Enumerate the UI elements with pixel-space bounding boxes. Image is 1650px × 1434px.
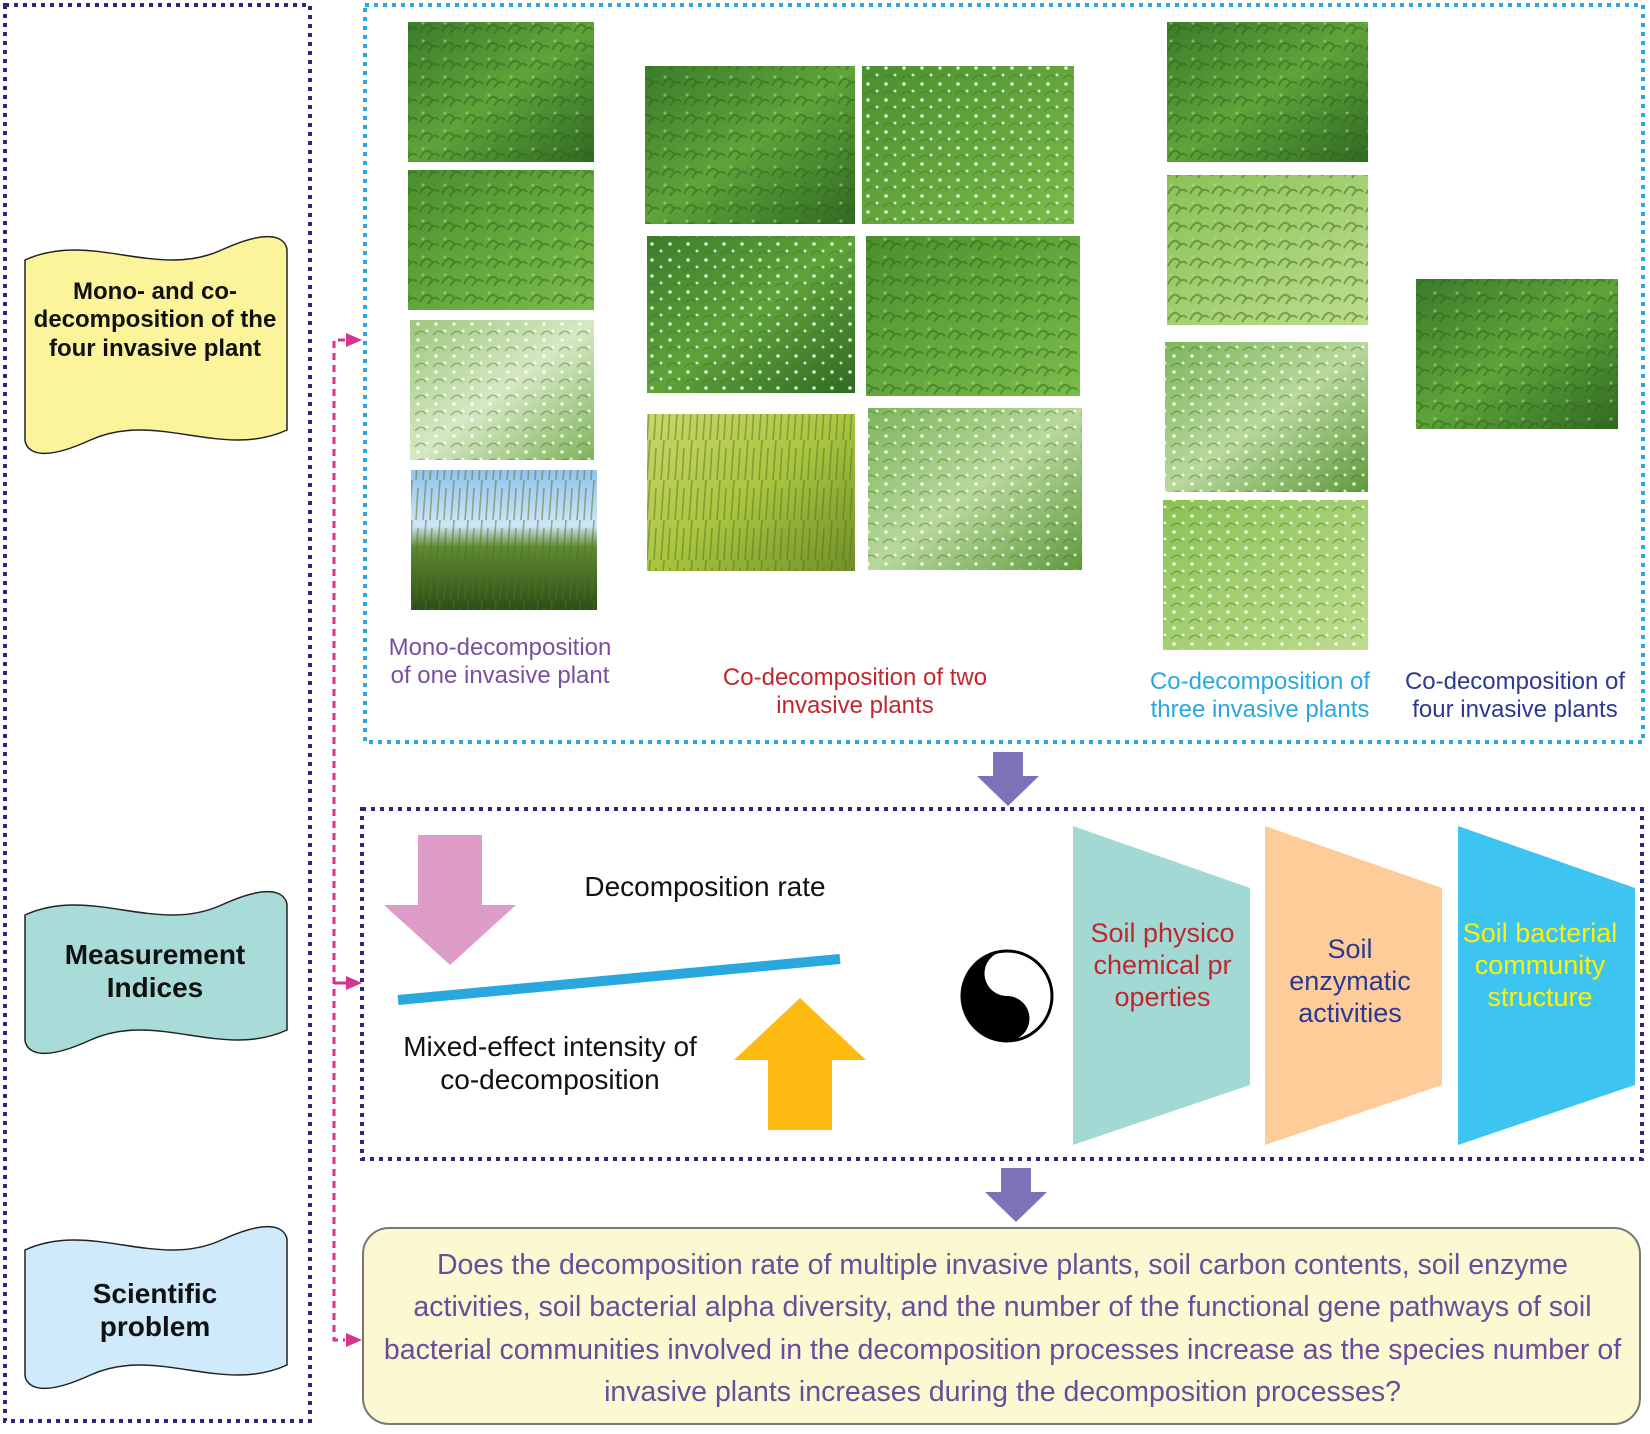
scientific-question-box bbox=[362, 1227, 1641, 1425]
photo-two-plants-5 bbox=[647, 414, 855, 571]
photo-two-plants-1-texture bbox=[645, 66, 855, 224]
photo-two-plants-2-texture bbox=[862, 66, 1074, 224]
photo-mono-plant-4 bbox=[411, 470, 597, 610]
caption-four-plant-co-decomposition: Co-decomposition of four invasive plants bbox=[1404, 668, 1626, 724]
photo-three-plants-4 bbox=[1163, 500, 1368, 650]
photo-mono-plant-1-texture bbox=[408, 22, 594, 162]
photo-two-plants-1 bbox=[645, 66, 855, 224]
photo-two-plants-3-texture bbox=[647, 236, 855, 393]
decrease-arrow-pink bbox=[384, 835, 516, 965]
flow-arrow-measurements-to-question bbox=[985, 1168, 1047, 1222]
diagram-structure bbox=[3, 3, 1645, 1425]
photo-three-plants-2 bbox=[1167, 175, 1368, 325]
soil-physicochemical-trapezoid bbox=[1073, 826, 1250, 1145]
photo-mono-plant-2-texture bbox=[408, 170, 594, 310]
photo-three-plants-3-texture bbox=[1165, 342, 1368, 492]
magenta-connector-line bbox=[332, 338, 345, 1342]
photo-four-plants-1 bbox=[1416, 279, 1618, 429]
treatments-frame bbox=[363, 3, 1645, 744]
banner-mono-co-decomposition bbox=[24, 235, 288, 455]
photo-mono-plant-3-texture bbox=[410, 320, 594, 460]
soil-physicochemical-properties-label: Soil physicochemical properties bbox=[1090, 918, 1235, 1012]
photo-two-plants-2 bbox=[862, 66, 1074, 224]
photo-two-plants-4-texture bbox=[866, 236, 1080, 396]
photo-two-plants-4 bbox=[866, 236, 1080, 396]
label-mono-co-decomposition: Mono- and co-decomposition of the four i… bbox=[33, 278, 277, 362]
arrowhead-to-question bbox=[346, 1333, 362, 1347]
photo-mono-plant-3 bbox=[410, 320, 594, 460]
increase-arrow-orange bbox=[734, 998, 866, 1130]
seesaw-line bbox=[397, 954, 841, 1005]
photo-three-plants-2-texture bbox=[1167, 175, 1368, 325]
soil-enzymatic-activities-label: Soil enzymatic activities bbox=[1289, 934, 1411, 1028]
photo-two-plants-6-texture bbox=[868, 408, 1082, 570]
label-measurement-indices: Measurement Indices bbox=[64, 939, 246, 1004]
photo-mono-plant-2 bbox=[408, 170, 594, 310]
photo-two-plants-6 bbox=[868, 408, 1082, 570]
banner-measurement-indices bbox=[24, 890, 288, 1055]
photo-mono-plant-4-texture bbox=[411, 470, 597, 610]
photo-two-plants-5-texture bbox=[647, 414, 855, 571]
caption-two-plant-co-decomposition: Co-decomposition of two invasive plants bbox=[722, 664, 988, 720]
measurements-frame bbox=[360, 807, 1644, 1161]
arrowhead-to-measurements bbox=[346, 976, 362, 990]
soil-enzymatic-trapezoid bbox=[1265, 826, 1442, 1145]
soil-bacterial-trapezoid bbox=[1458, 826, 1635, 1145]
scientific-question-text: Does the decomposition rate of multiple … bbox=[383, 1249, 1622, 1409]
mixed-effect-intensity-label: Mixed-effect intensity of co-decompositi… bbox=[403, 1031, 697, 1096]
plant-photo-grid bbox=[408, 22, 1618, 650]
caption-three-plant-co-decomposition: Co-decomposition of three invasive plant… bbox=[1149, 668, 1371, 724]
label-scientific-problem: Scientific problem bbox=[92, 1278, 218, 1343]
yin-yang-dark-dot-icon bbox=[1000, 1012, 1014, 1025]
photo-three-plants-1-texture bbox=[1167, 22, 1368, 162]
photo-three-plants-3 bbox=[1165, 342, 1368, 492]
decomposition-rate-label: Decomposition rate bbox=[584, 871, 826, 902]
left-panel-frame bbox=[3, 3, 312, 1423]
flow-arrow-treatments-to-measurements bbox=[977, 752, 1039, 806]
yin-yang-light-dot-icon bbox=[1000, 967, 1014, 980]
arrowhead-to-treatments bbox=[346, 333, 362, 347]
photo-four-plants-1-texture bbox=[1416, 279, 1618, 429]
photo-two-plants-3 bbox=[647, 236, 855, 393]
soil-bacterial-community-structure-label: Soil bacterial community structure bbox=[1462, 918, 1618, 1012]
photo-mono-plant-1 bbox=[408, 22, 594, 162]
photo-three-plants-1 bbox=[1167, 22, 1368, 162]
photo-three-plants-4-texture bbox=[1163, 500, 1368, 650]
caption-mono-decomposition: Mono-decomposition of one invasive plant bbox=[388, 634, 612, 690]
banner-scientific-problem bbox=[24, 1225, 288, 1390]
